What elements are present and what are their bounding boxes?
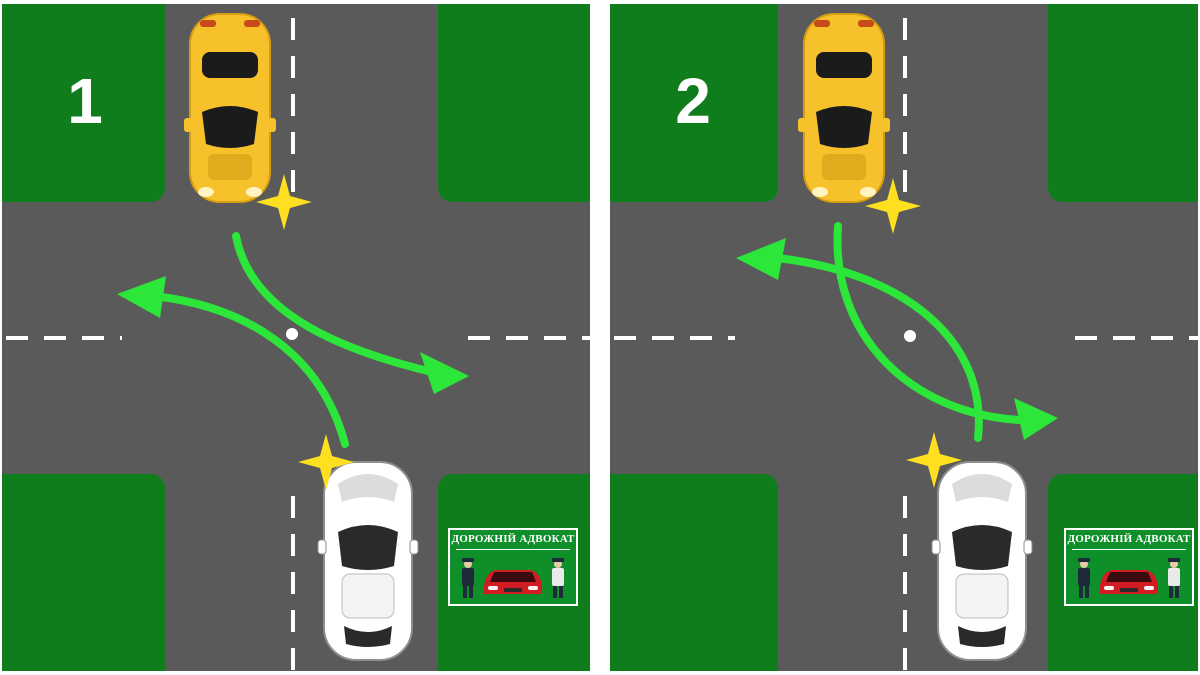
logo-title: ДОРОЖНІЙ АДВОКАТ [451,533,575,545]
yellow-car-icon [798,13,890,203]
grass-corner-bottom-left [610,474,778,671]
police-officer-icon [552,558,564,598]
star-icon [256,174,312,230]
grass-corner-top-right [1048,4,1198,202]
grass-corner-top-left [610,4,778,202]
yellow-car-icon [184,13,276,203]
logo-divider [1072,549,1186,550]
panel-number: 1 [67,65,103,137]
white-car-icon [317,461,419,661]
brand-logo: ДОРОЖНІЙ АДВОКАТ [1064,528,1194,606]
scenario-panel-1: 1 ДОРОЖНІЙ АДВОКАТ [2,4,590,671]
arrow-icon [117,276,349,448]
grass-corner-top-right [438,4,590,202]
police-officer-icon [1168,558,1180,598]
arrow-icon [736,238,983,442]
logo-divider [456,549,570,550]
star-icon [865,178,921,234]
red-car-icon [484,570,542,594]
scenario-panel-2: 2 ДОРОЖНІЙ АДВОКАТ [610,4,1198,671]
lane-markings [614,18,1198,671]
police-officer-icon [462,558,474,598]
red-car-icon [1100,570,1158,594]
intersection-center-dot [286,328,298,340]
brand-logo: ДОРОЖНІЙ АДВОКАТ [448,528,578,606]
arrow-icon [232,232,469,394]
white-car-icon [931,461,1033,661]
police-officer-icon [1078,558,1090,598]
panel-number: 2 [675,65,711,137]
intersection-center-dot [904,330,916,342]
logo-title: ДОРОЖНІЙ АДВОКАТ [1067,533,1191,545]
star-icon [298,434,354,490]
grass-corner-top-left [2,4,165,202]
grass-corner-bottom-left [2,474,165,671]
lane-markings [6,18,590,671]
star-icon [906,432,962,488]
